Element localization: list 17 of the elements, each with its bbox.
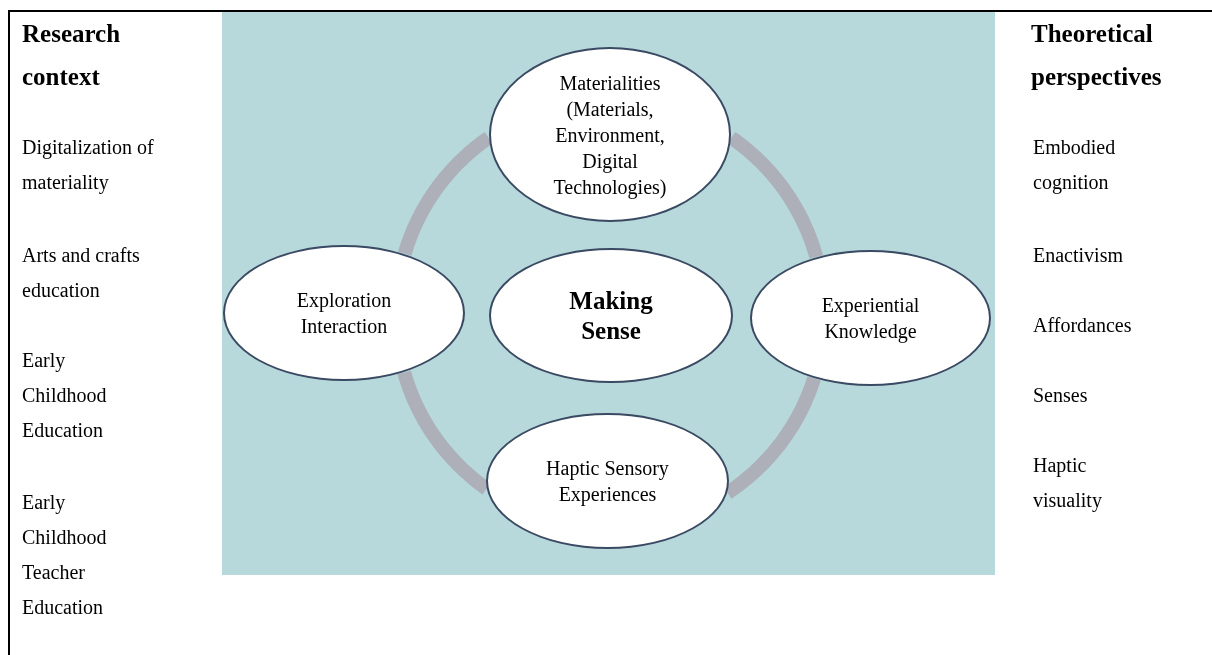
column-heading: Theoretical perspectives: [1031, 19, 1163, 92]
node-text: Materialities (Materials, Environment, Digital Technologies): [552, 70, 668, 200]
list-item: Early Childhood Education: [22, 348, 108, 443]
column-heading: Research context: [22, 19, 122, 92]
list-item: Digitalization of materiality: [22, 135, 155, 196]
list-item: Senses: [1033, 383, 1089, 408]
list-item: Early Childhood Teacher Education: [22, 490, 108, 620]
list-item: Embodied cognition: [1033, 135, 1117, 196]
list-item: Affordances: [1033, 313, 1133, 338]
node-text: Exploration Interaction: [295, 288, 393, 339]
list-item: Arts and crafts education: [22, 243, 141, 303]
node-text: Experiential Knowledge: [820, 293, 921, 344]
list-item: Enactivism: [1033, 243, 1124, 268]
background-panel: [222, 12, 995, 575]
list-item: Haptic visuality: [1033, 453, 1103, 514]
node-text: Making Sense: [568, 285, 654, 346]
node-text: Haptic Sensory Experiences: [545, 456, 670, 507]
